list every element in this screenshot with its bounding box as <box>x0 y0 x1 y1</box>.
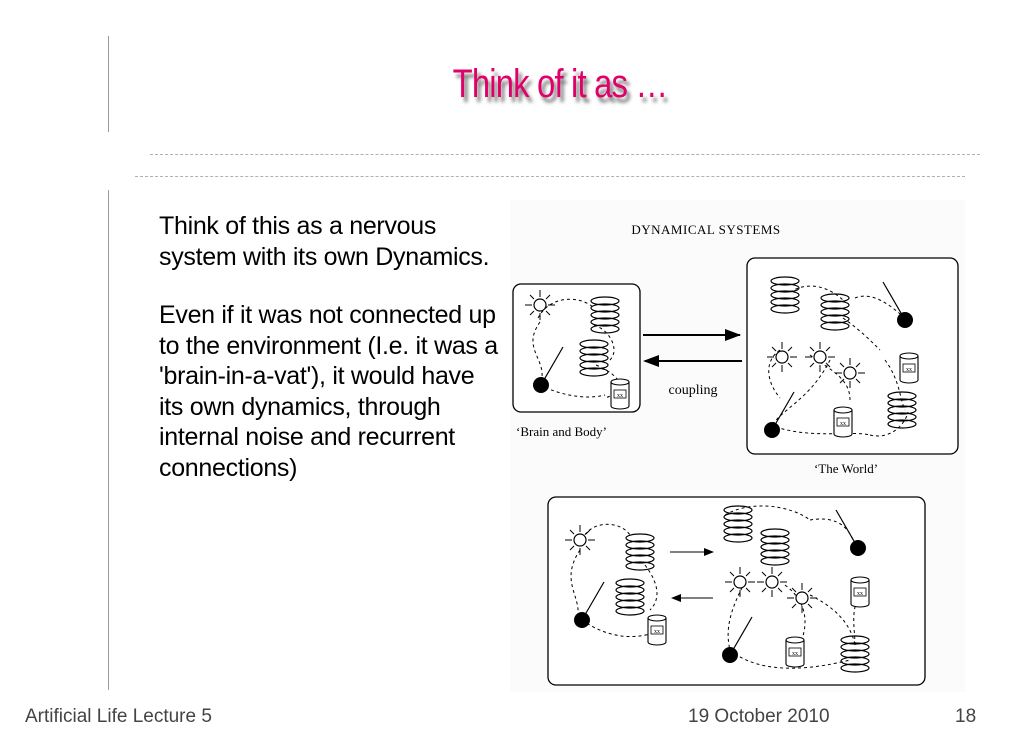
body-text: Think of this as a nervous system with i… <box>159 211 499 511</box>
coupling-label: coupling <box>669 383 718 398</box>
world-label: ‘The World’ <box>814 461 878 476</box>
diagram-heading: DYNAMICAL SYSTEMS <box>631 222 780 237</box>
body-paragraph-1: Think of this as a nervous system with i… <box>159 212 490 271</box>
combined-cylinder-2-label: xx <box>857 591 863 597</box>
combined-cylinder-3-label: xx <box>792 651 798 657</box>
title-rule-lower <box>135 176 965 177</box>
brain-body-label: ‘Brain and Body’ <box>516 424 607 439</box>
footer-course: Artificial Life Lecture 5 <box>25 706 212 727</box>
world-cylinder-2-label: xx <box>840 421 846 427</box>
brain-cylinder-label: xx <box>617 393 623 399</box>
left-rule-top <box>108 36 109 132</box>
world-box <box>746 257 959 455</box>
footer-date: 19 October 2010 <box>688 706 830 727</box>
brain-body-connections <box>532 298 620 399</box>
dynamical-systems-diagram: DYNAMICAL SYSTEMS xx ‘Brain and Body’ co… <box>510 200 965 692</box>
title-rule-upper <box>150 154 980 155</box>
left-rule-bottom <box>108 190 109 690</box>
slide-title: Think of it as … <box>452 62 669 106</box>
combined-cylinder-1-label: xx <box>654 629 660 635</box>
world-connections <box>768 285 909 437</box>
combined-system-box <box>547 496 926 686</box>
body-paragraph-2: Even if it was not connected up to the e… <box>159 301 498 482</box>
combined-connections <box>570 505 861 669</box>
footer-page-number: 18 <box>955 706 977 727</box>
world-cylinder-1-label: xx <box>906 367 912 373</box>
